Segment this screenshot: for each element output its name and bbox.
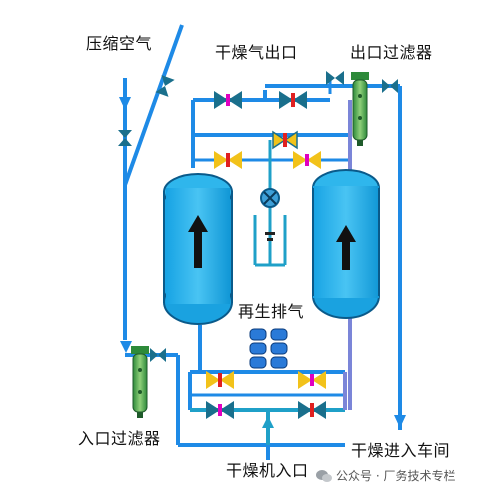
wechat-icon	[316, 469, 332, 482]
inlet-valve-left	[206, 401, 234, 419]
exhaust-silencers	[249, 328, 288, 369]
inlet-manifold	[178, 370, 347, 460]
inlet-filter-label: 入口过滤器	[78, 429, 161, 448]
outlet-flow-arrow	[394, 415, 406, 428]
regeneration-exhaust-label: 再生排气	[238, 302, 305, 321]
dry-gas-outlet-label: 干燥气出口	[215, 43, 298, 62]
right-vessel-piping	[263, 84, 352, 410]
outlet-filter-valve	[382, 79, 398, 93]
right-adsorption-tower	[312, 169, 380, 319]
top-left-outlet-valve	[214, 91, 242, 109]
up-arrow-icon	[188, 215, 208, 268]
exhaust-valve-left	[206, 371, 234, 389]
dryer-inlet-label: 干燥机入口	[226, 461, 309, 480]
outlet-filter-icon	[351, 72, 369, 146]
regen-valve-left	[214, 151, 242, 169]
watermark-text: 公众号 · 厂务技术专栏	[336, 469, 456, 483]
exhaust-valve-right	[298, 371, 326, 389]
compressed-air-valve	[155, 75, 175, 97]
top-right-outlet-valve	[279, 91, 307, 109]
left-adsorption-tower	[163, 173, 233, 325]
outlet-isolation-valve	[326, 71, 344, 85]
outlet-filter-label: 出口过滤器	[350, 43, 433, 62]
regen-valve-right	[293, 151, 321, 169]
pressure-indicator	[260, 188, 280, 208]
watermark: 公众号 · 厂务技术专栏	[316, 467, 455, 484]
inlet-filter-icon	[131, 346, 149, 418]
inlet-filter-valve	[150, 348, 166, 362]
flow-arrow	[119, 97, 131, 110]
bypass-valve	[118, 130, 132, 146]
dry-to-workshop-label: 干燥进入车间	[351, 441, 451, 460]
purge-valve-center	[272, 130, 298, 150]
up-arrow-icon	[336, 225, 356, 270]
compressed-air-label: 压缩空气	[86, 34, 153, 53]
inlet-valve-right	[298, 401, 326, 419]
